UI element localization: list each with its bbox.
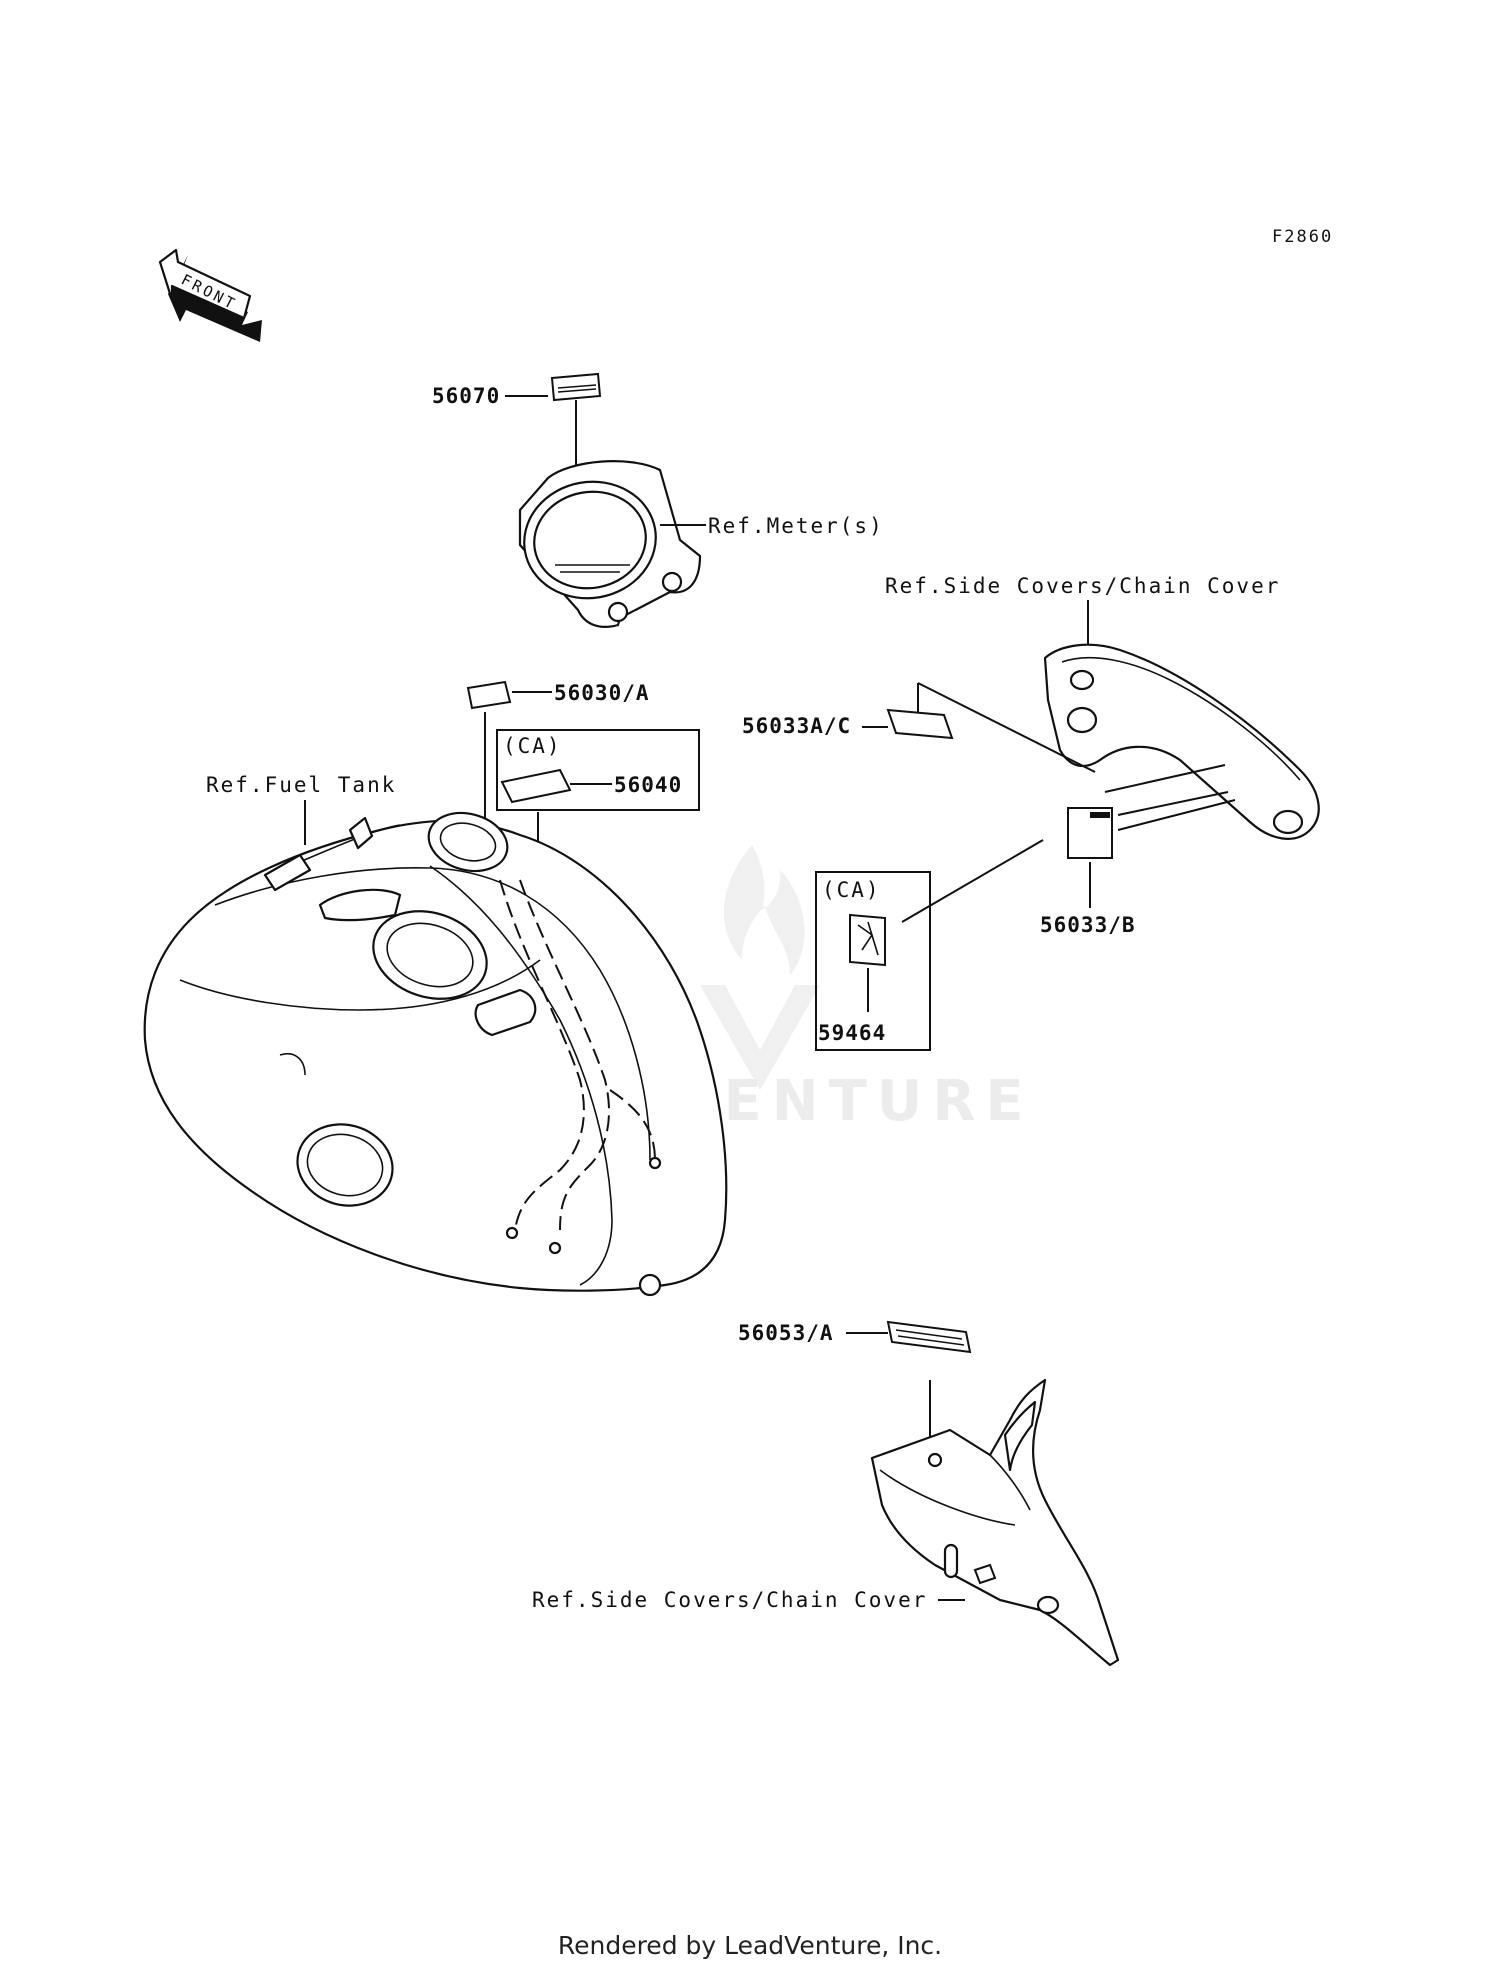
chain-cover-bottom-edge: [879, 1454, 1031, 1526]
fuel-hose-hidden-2: [519, 879, 611, 1231]
leader-56033ac-b: [1104, 764, 1226, 793]
part-56030a: 56030/A: [466, 680, 650, 845]
callout-ref-side-covers-top: Ref.Side Covers/Chain Cover: [885, 574, 1280, 598]
fuel-hose-hidden-3: [609, 1089, 656, 1161]
part-56033b: 56033/B: [1040, 791, 1236, 937]
part-56070: 56070: [432, 372, 602, 500]
decal-56070-lines: [557, 384, 597, 393]
fuel-tank-body: [143, 819, 728, 1292]
callout-ref-side-covers-bottom: Ref.Side Covers/Chain Cover: [532, 1588, 927, 1612]
callout-ref-fuel-tank: Ref.Fuel Tank: [206, 773, 396, 797]
decal-56033ac: [886, 708, 954, 740]
fuel-tank-switch: [474, 988, 537, 1037]
ca-box-2-frame: [815, 871, 931, 1051]
fuel-hose-hidden-1: [499, 879, 585, 1231]
fuel-pump-plate: [296, 1123, 394, 1207]
chain-cover-bottom: Ref.Side Covers/Chain Cover: [532, 1378, 1120, 1667]
side-cover-top-hole-3: [1272, 809, 1304, 835]
leader-56033b-a: [1117, 791, 1229, 816]
fuel-filler-cap-inner: [386, 922, 474, 988]
chain-cover-bottom-body: [870, 1378, 1120, 1667]
chain-cover-bottom-decal-spot: [973, 1563, 997, 1585]
side-cover-top-hole-1: [1069, 669, 1095, 691]
meter-face: [533, 490, 647, 590]
leader-56033ac-diag: [917, 682, 1096, 773]
footer-credit: Rendered by LeadVenture, Inc.: [558, 1931, 942, 1960]
chain-cover-bottom-tab: [1003, 1400, 1037, 1472]
ca-box-2: (CA) 59464: [815, 839, 1044, 1051]
decal-56030a: [466, 680, 512, 710]
callout-56033ac: 56033A/C: [742, 714, 851, 738]
callout-ref-meter: Ref.Meter(s): [708, 514, 884, 538]
callout-59464: 59464: [818, 1021, 886, 1045]
decal-56053a-lines: [895, 1329, 965, 1346]
ca-box-1: (CA) 56040: [496, 729, 700, 900]
hose-nipple-1: [505, 1226, 519, 1240]
front-arrow: FRONT: [158, 248, 262, 342]
leader-59464-diag: [901, 839, 1044, 923]
callout-56033b: 56033/B: [1040, 913, 1136, 937]
part-56053a: 56053/A: [738, 1320, 972, 1470]
decal-59464: [849, 913, 886, 967]
side-cover-top-body: [1043, 643, 1320, 840]
fuel-tank-pad: [318, 888, 402, 922]
fuel-pump-plate-inner: [306, 1133, 384, 1197]
decal-56040: [500, 768, 572, 804]
fuel-tank-emblem-mark: [279, 1053, 306, 1076]
front-arrow-icon: [158, 248, 252, 320]
watermark-v-icon: [700, 985, 820, 1090]
diagram-code: F2860: [1272, 227, 1333, 247]
decal-59464-pictogram: [857, 921, 879, 956]
fuel-tank-cap-rear: [427, 811, 509, 873]
fuel-tank-bracket-2: [348, 816, 374, 850]
decal-56053a: [886, 1320, 972, 1354]
fuel-tank-bracket-1: [263, 853, 312, 892]
callout-56040: 56040: [614, 773, 682, 797]
meter-face-marks: [555, 564, 630, 573]
side-cover-top: [1043, 643, 1320, 840]
decal-56033b-mark: [1090, 812, 1110, 818]
callout-56030a: 56030/A: [554, 681, 650, 705]
fuel-tank-side-contour: [179, 959, 541, 1011]
part-56033ac: 56033A/C: [742, 682, 1226, 793]
chain-cover-bottom-hole: [1036, 1595, 1060, 1615]
decal-56033b: [1067, 807, 1113, 859]
meter-assembly: Ref.Meter(s): [518, 460, 884, 628]
fuel-tank: [143, 811, 728, 1297]
ca-box-1-label: (CA): [503, 734, 562, 758]
ca-box-1-frame: [496, 729, 700, 811]
side-cover-top-edge: [1061, 656, 1301, 781]
side-cover-top-hole-2: [1066, 706, 1098, 734]
leader-56033b-c: [1117, 799, 1236, 831]
hose-nipple-2: [548, 1241, 562, 1255]
callout-56070: 56070: [432, 384, 500, 408]
chain-cover-bottom-slot: [943, 1543, 959, 1579]
fuel-filler-cap: [372, 910, 488, 1000]
hose-nipple-3: [648, 1156, 662, 1170]
watermark-flame-icon: [723, 845, 805, 975]
chain-cover-bottom-screw: [927, 1452, 943, 1468]
ca-box-2-label: (CA): [822, 878, 881, 902]
callout-56053a: 56053/A: [738, 1321, 834, 1345]
meter-screw-2: [661, 571, 683, 593]
meter-screw-1: [607, 601, 629, 623]
fuel-tank-cap-rear-inner: [439, 822, 497, 862]
fuel-tank-top-contour: [214, 867, 651, 1161]
fuel-tank-mount: [638, 1273, 662, 1297]
